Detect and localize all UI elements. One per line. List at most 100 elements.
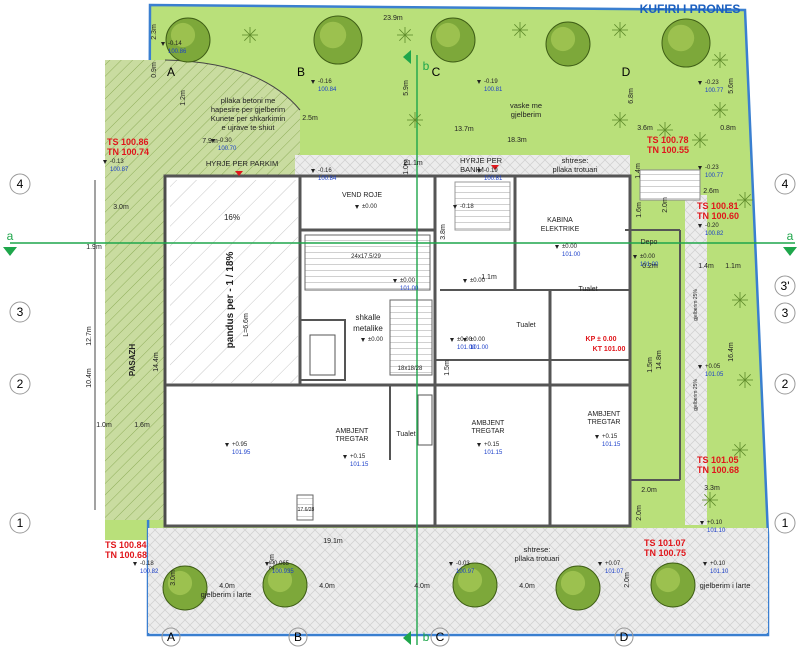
axis-b-top-marker xyxy=(403,50,411,64)
room-depo: Depo xyxy=(641,239,658,246)
level-relative: -0.13 xyxy=(110,159,124,165)
pasazh-label: PASAZH xyxy=(128,344,137,377)
room-vend-roje: VEND ROJE xyxy=(342,192,382,199)
level-absolute: 101.15 xyxy=(350,462,369,468)
level-absolute: 100.77 xyxy=(705,173,724,179)
note-gjelberim-bottom-left: gjelberim i larte xyxy=(201,590,252,599)
shrub-icon xyxy=(692,132,708,148)
dimension-label: 2.0m xyxy=(662,197,669,213)
level-absolute: 100.77 xyxy=(705,88,724,94)
level-relative: -0.23 xyxy=(705,80,719,86)
parking-stalls xyxy=(639,169,701,201)
grid-letter-C-top: C xyxy=(432,65,441,79)
level-absolute: 100.84 xyxy=(318,176,337,182)
shrub-icon xyxy=(712,52,728,68)
dimension-label: 3.3m xyxy=(704,485,720,492)
dimension-label: 2.0m xyxy=(641,487,657,494)
tree-icon xyxy=(650,562,696,608)
tree-icon xyxy=(262,562,308,608)
level-relative: +0.95 xyxy=(232,442,248,448)
section-b-bottom: b xyxy=(423,630,430,644)
plot-boundary-title: KUFIRI I PRONES xyxy=(640,2,741,16)
dimension-label: 2.0m xyxy=(624,572,631,588)
tn-label: TN 100.55 xyxy=(647,145,689,155)
level-absolute: 101.15 xyxy=(602,442,621,448)
axis-b-bottom-marker xyxy=(403,631,411,645)
tree-icon xyxy=(430,17,476,63)
grid-number-1-left: 1 xyxy=(17,516,24,530)
dimension-label: 13.7m xyxy=(454,126,474,133)
dimension-label: 23.9m xyxy=(383,15,403,22)
room-ambjent-3-line2: TREGTAR xyxy=(588,419,621,426)
level-relative: ±0.00 xyxy=(470,278,486,284)
ts-label: TS 101.07 xyxy=(644,538,686,548)
level-relative: -0.19 xyxy=(484,79,498,85)
dimension-label: 3.0m xyxy=(170,570,177,586)
dimension-label: 2.3m xyxy=(151,24,158,40)
tn-label: TN 100.75 xyxy=(644,548,686,558)
note-shtrese-bottom-line1: shtrese: xyxy=(524,545,551,554)
level-absolute: 100.935 xyxy=(272,569,294,575)
level-absolute: 101.00 xyxy=(457,345,476,351)
level-absolute: 100.81 xyxy=(484,176,503,182)
dimension-label: 12.7m xyxy=(86,326,93,346)
level-absolute: 100.82 xyxy=(140,569,159,575)
grid-letter-D-top: D xyxy=(622,65,631,79)
dimension-label: 2.6m xyxy=(703,188,719,195)
level-absolute: 100.86 xyxy=(168,49,187,55)
shrub-icon xyxy=(612,112,628,128)
ts-label: TS 100.78 xyxy=(647,135,689,145)
grid-number-1-right: 1 xyxy=(782,516,789,530)
level-relative: -0.16 xyxy=(318,168,332,174)
room-shkalle-line2: metalike xyxy=(353,324,383,333)
shrub-icon xyxy=(732,442,748,458)
level-absolute: 100.81 xyxy=(484,87,503,93)
pandus-label: pandus per - 1 / 18% xyxy=(225,252,236,349)
note-shtrese-top-line2: pllaka trotuari xyxy=(552,165,597,174)
stair-small-label: 17.6/28 xyxy=(298,507,315,513)
tree-icon xyxy=(545,21,591,67)
shrub-icon xyxy=(397,27,413,43)
level-relative: -0.03 xyxy=(456,561,470,567)
tree-icon xyxy=(162,565,208,611)
arrow-parkim-icon xyxy=(235,171,243,176)
level-relative: -0.30 xyxy=(218,138,232,144)
room-ambjent-3-line1: AMBJENT xyxy=(588,411,621,418)
dimension-label: 4.0m xyxy=(414,583,430,590)
grid-number-4-right: 4 xyxy=(782,177,789,191)
level-relative: -0.16 xyxy=(318,79,332,85)
level-marker: -0.16 100.84 xyxy=(311,79,337,93)
tn-label: TN 100.68 xyxy=(105,550,147,560)
ts-label: TS 100.86 xyxy=(107,137,149,147)
grid-number-4-left: 4 xyxy=(17,177,24,191)
level-relative: ±0.00 xyxy=(470,337,486,343)
room-ambjent-2-line2: TREGTAR xyxy=(472,428,505,435)
dimension-label: 3.8m xyxy=(440,224,447,240)
note-pllaka-line1: pllaka betoni me xyxy=(221,96,276,105)
room-ambjent-1-line1: AMBJENT xyxy=(336,428,369,435)
level-absolute: 101.00 xyxy=(400,286,419,292)
note-gjelberim-bottom-right: gjelberim i larte xyxy=(700,581,751,590)
dimension-label: 2.5m xyxy=(269,554,276,570)
tree-icon xyxy=(165,17,211,63)
tn-label: TN 100.60 xyxy=(697,211,739,221)
room-ambjent-2-line1: AMBJENT xyxy=(472,420,505,427)
dimension-label: 1.2m xyxy=(180,90,187,106)
shrub-icon xyxy=(657,122,673,138)
axis-a-right-marker xyxy=(783,247,797,256)
level-relative: ±0.00 xyxy=(562,244,578,250)
right-strip xyxy=(685,195,707,525)
shrub-icon xyxy=(512,22,528,38)
grid-number-3prime-right: 3' xyxy=(781,279,790,293)
level-absolute: 100.84 xyxy=(318,87,337,93)
level-relative: ±0.00 xyxy=(362,204,378,210)
